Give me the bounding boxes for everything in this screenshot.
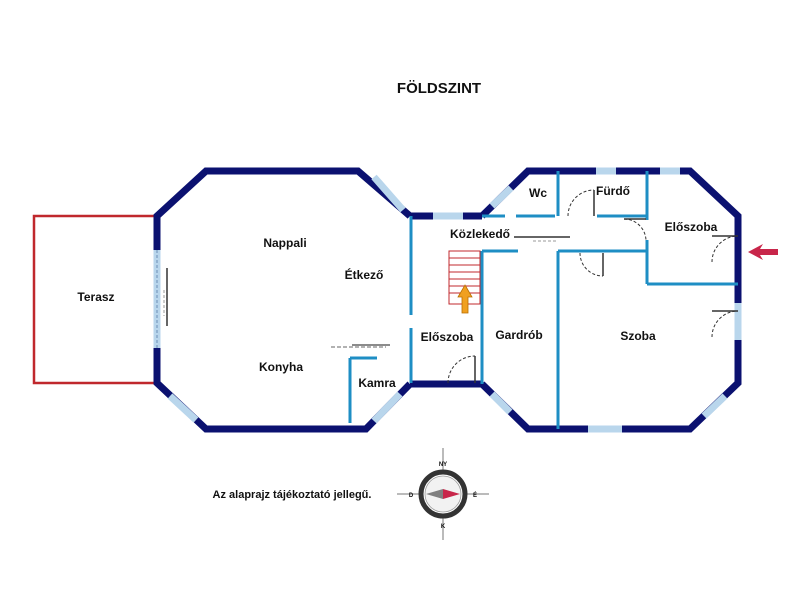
floor-title: FÖLDSZINT (397, 80, 481, 97)
terrace-outline (32, 214, 157, 385)
room-label-eloszoba-center: Előszoba (421, 330, 474, 344)
room-label-gardrob: Gardrób (495, 328, 542, 342)
outer-wall-right-wing (479, 167, 742, 433)
windows (153, 167, 742, 433)
compass: NY É K D (397, 448, 489, 540)
room-label-nappali: Nappali (263, 236, 306, 250)
outer-wall-left-wing (153, 167, 413, 433)
room-label-etkezo: Étkező (345, 267, 384, 282)
stairs-up-arrow-icon (457, 284, 473, 314)
entrance-arrow-icon (748, 244, 778, 260)
compass-label-north: NY (439, 462, 447, 468)
swing-doors (447, 189, 739, 384)
compass-label-south: K (441, 524, 446, 530)
room-label-kozlekedo: Közlekedő (450, 227, 510, 241)
interior-walls (348, 171, 738, 429)
room-label-eloszoba-right: Előszoba (665, 220, 718, 234)
room-label-wc: Wc (529, 186, 547, 200)
room-label-konyha: Konyha (259, 360, 303, 374)
compass-needle-east-icon (443, 489, 460, 499)
compass-needle-west-icon (426, 489, 443, 499)
compass-label-west: D (409, 493, 414, 499)
room-label-szoba: Szoba (620, 329, 656, 343)
room-label-terasz: Terasz (77, 290, 114, 304)
room-label-kamra: Kamra (358, 376, 396, 390)
disclaimer-note: Az alaprajz tájékoztató jellegű. (213, 489, 372, 501)
sliding-doors (163, 236, 570, 348)
room-label-furdo: Fürdő (596, 184, 630, 198)
compass-label-east: É (473, 491, 477, 499)
